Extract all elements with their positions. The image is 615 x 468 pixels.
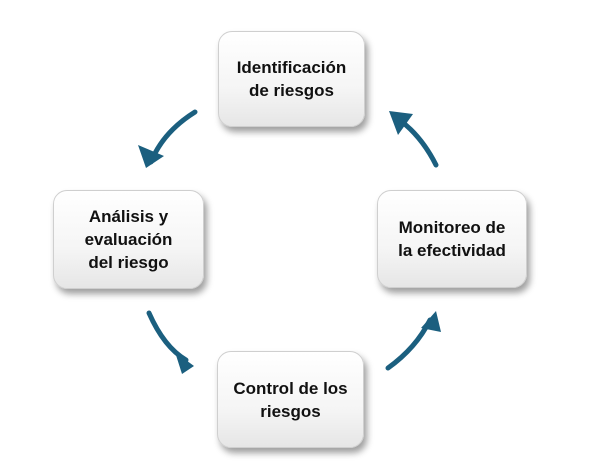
node-control-de-los-riesgos: Control de los riesgos [217,351,364,448]
arrow-right-to-top [389,111,439,168]
node-label: Análisis y evaluación del riesgo [84,207,173,272]
node-identificacion-de-riesgos: Identificación de riesgos [218,31,365,127]
node-label: Identificación de riesgos [236,58,347,100]
node-monitoreo-de-la-efectividad: Monitoreo de la efectividad [377,190,527,288]
node-label: Control de los riesgos [233,378,348,421]
arrow-left-to-bottom [146,310,194,374]
arrow-bottom-to-right [385,311,441,371]
arrow-top-to-left [138,109,198,168]
node-analisis-y-evaluacion: Análisis y evaluación del riesgo [53,190,204,289]
node-label: Monitoreo de la efectividad [398,218,506,260]
